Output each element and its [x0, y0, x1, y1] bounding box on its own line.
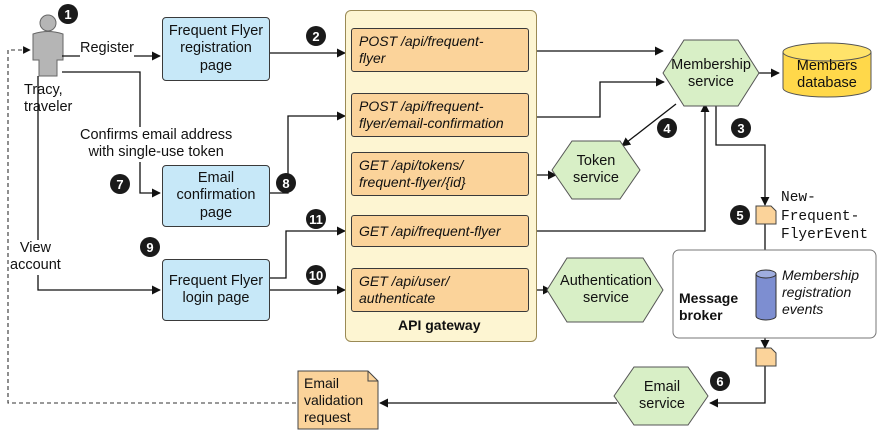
- new-frequent-flyer-event-label: New- Frequent- FlyerEvent: [781, 190, 869, 244]
- email-delivery-arrow: [7, 46, 296, 404]
- queue-icon: [755, 269, 777, 321]
- route-post-email-confirmation[interactable]: POST /api/frequent-flyer/email-confirmat…: [351, 93, 529, 137]
- step-8-badge: 8: [276, 173, 296, 193]
- membership-registration-events-label: Membership registration events: [782, 267, 860, 317]
- confirms-email-label: Confirms email address with single-use t…: [80, 127, 233, 162]
- step-1-badge: 1: [58, 4, 78, 24]
- view-account-label: View account: [10, 240, 61, 275]
- token-service-shape: [551, 140, 641, 200]
- email-validation-request-label: Email validation request: [304, 375, 364, 425]
- message-broker-label: Message broker: [679, 290, 739, 323]
- email-service-shape: [613, 366, 709, 426]
- authentication-service-shape: [546, 257, 664, 323]
- step-11-badge: 11: [306, 209, 326, 229]
- step-5-badge: 5: [730, 205, 750, 225]
- view-account-arrow: [37, 76, 161, 295]
- event-document-icon-2: [755, 347, 777, 367]
- database-icon: [782, 42, 872, 98]
- step-6-badge: 6: [710, 371, 730, 391]
- step-4-badge: 4: [657, 118, 677, 138]
- email-validation-document: [297, 370, 379, 430]
- register-label: Register: [80, 40, 134, 58]
- route-get-tokens[interactable]: GET /api/tokens/frequent-flyer/{id}: [351, 152, 529, 196]
- step-3-badge: 3: [731, 118, 751, 138]
- api-gateway-label: API gateway: [398, 317, 481, 333]
- step-7-badge: 7: [110, 174, 130, 194]
- event-document-icon: [755, 205, 777, 225]
- route-get-frequent-flyer[interactable]: GET /api/frequent-flyer: [351, 215, 529, 247]
- traveler-icon: [32, 14, 64, 77]
- step-10-badge: 10: [306, 265, 326, 285]
- step-2-badge: 2: [306, 26, 326, 46]
- step-9-badge: 9: [140, 237, 160, 257]
- actor-name: Tracy, traveler: [24, 82, 73, 116]
- route-post-frequent-flyer[interactable]: POST /api/frequent-flyer: [351, 28, 529, 72]
- route-get-user-authenticate[interactable]: GET /api/user/authenticate: [351, 268, 529, 312]
- membership-service-shape: [662, 39, 760, 107]
